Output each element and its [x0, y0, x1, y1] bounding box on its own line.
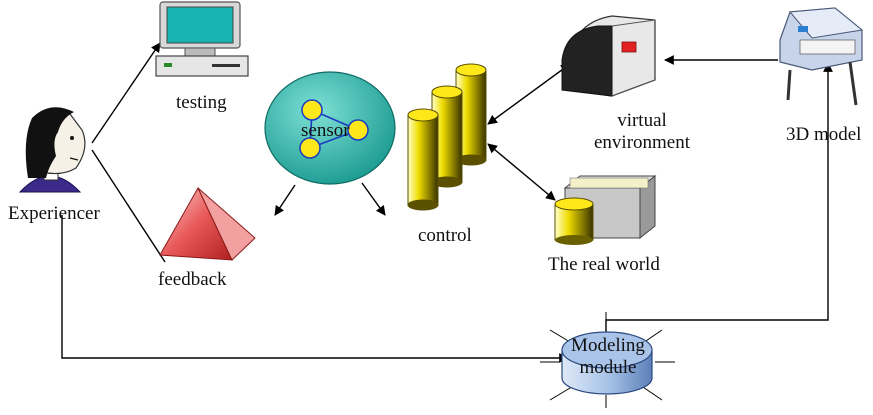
- label-control: control: [418, 225, 472, 246]
- label-real-world: The real world: [548, 254, 660, 275]
- label-modeling-module-line2: module: [579, 356, 637, 378]
- label-testing: testing: [176, 92, 227, 113]
- arrow-experiencer-to-modeling: [61, 215, 569, 363]
- real-world-icon: [554, 174, 657, 245]
- arrow-sensor-down-right: [361, 182, 386, 216]
- arrow-control-real-world: [487, 143, 556, 201]
- arrow-sensor-down-left: [274, 184, 296, 216]
- sensor-node: [264, 71, 396, 185]
- arrow-to-testing: [91, 42, 161, 144]
- pyramid-icon: [159, 186, 256, 261]
- person-icon: [18, 107, 86, 193]
- virtual-environment-icon: [561, 15, 656, 97]
- label-modeling-module: Modeling module: [558, 335, 658, 379]
- modeling-module-icon: [540, 312, 675, 408]
- label-virtual-environment-line2: environment: [593, 131, 691, 153]
- label-feedback: feedback: [158, 269, 227, 290]
- arrow-control-virtual-env: [487, 63, 571, 125]
- label-modeling-module-line1: Modeling: [571, 335, 645, 356]
- label-sensor: sensor: [301, 120, 350, 141]
- sensor-node-dot-2: [347, 119, 369, 141]
- sensor-node-dot-1: [301, 99, 323, 121]
- computer-icon: [155, 1, 249, 77]
- label-experiencer: Experiencer: [8, 203, 100, 224]
- plotter-icon: [779, 7, 864, 106]
- label-virtual-environment-line1: virtual: [617, 110, 667, 131]
- control-cylinders-icon: [407, 63, 487, 211]
- sensor-node-dot-3: [299, 137, 321, 159]
- label-3d-model: 3D model: [786, 124, 862, 145]
- label-virtual-environment: virtual environment: [582, 110, 702, 154]
- line-to-feedback: [91, 149, 166, 263]
